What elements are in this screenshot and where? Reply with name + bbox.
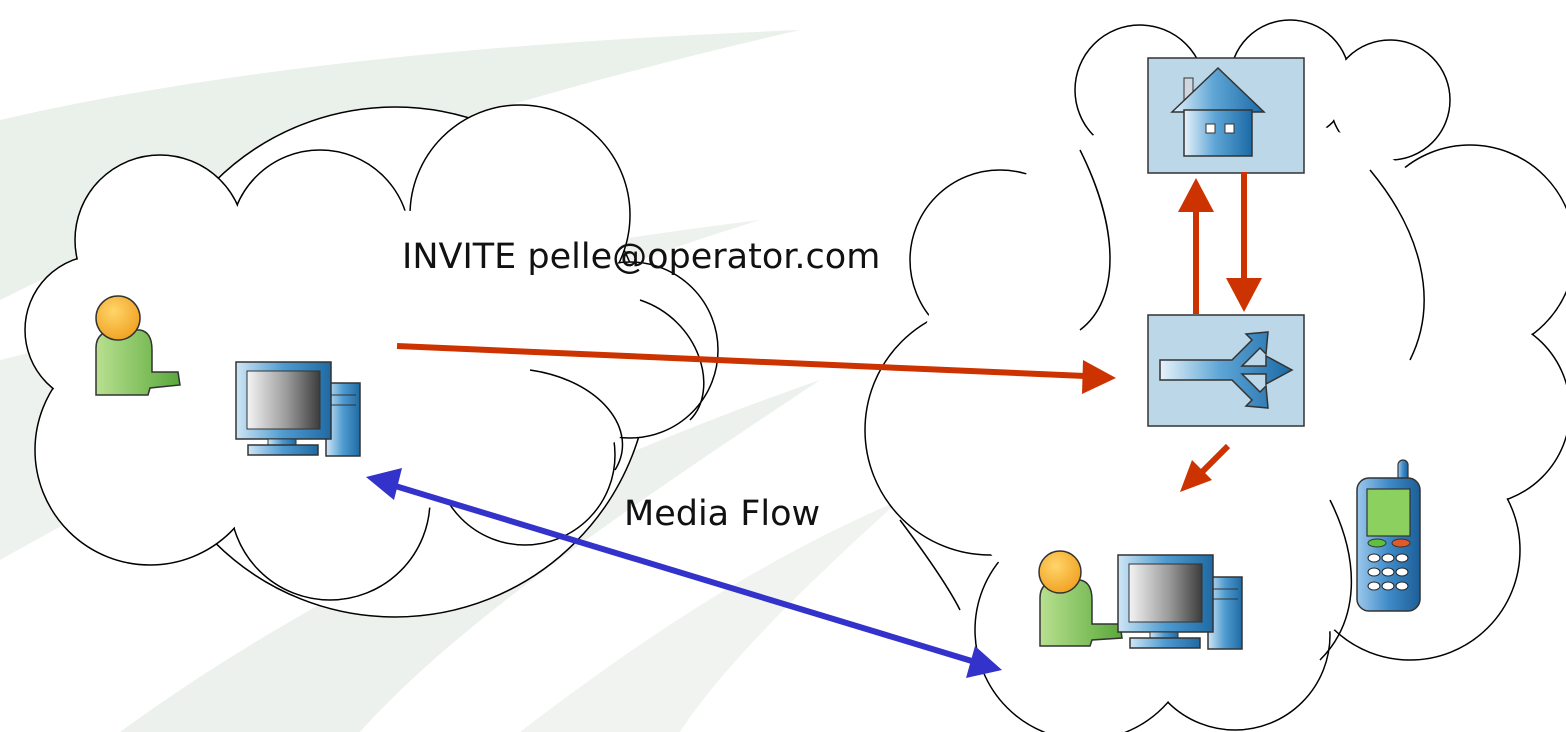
media-flow-label: Media Flow [624,494,821,534]
house-icon [1170,66,1266,157]
invite-message-label: INVITE pelle@operator.com [402,237,881,277]
callee-computer-icon [1117,554,1243,650]
callee-mobile-phone-icon [1356,459,1421,612]
split-arrow-icon [1159,331,1294,409]
home-to-proxy-arrows [1178,172,1262,314]
invite-arrow [396,343,1116,394]
proxy-server-box[interactable] [1147,314,1305,427]
proxy-to-callee-arrow [1180,443,1231,492]
caller-computer-icon [235,361,361,457]
home-server-box[interactable] [1147,57,1305,174]
callee-person-icon [1038,550,1123,647]
caller-person-icon [95,295,181,396]
media-flow-arrow [366,468,1002,678]
